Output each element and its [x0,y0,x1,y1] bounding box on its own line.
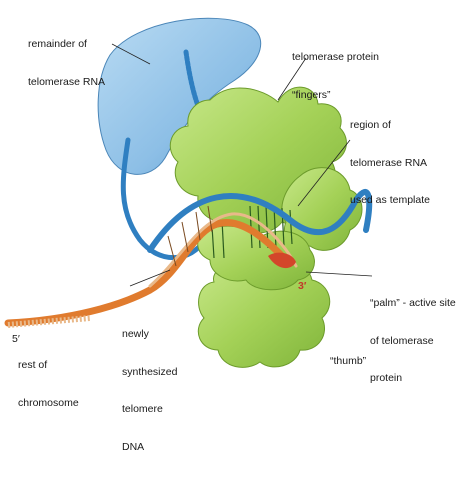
label-palm-active-site: “palm” - active site of telomerase prote… [370,272,456,410]
label-newly-synthesized-dna: newly synthesized telomere DNA [122,303,177,478]
telomerase-diagram: remainder of telomerase RNA telomerase p… [0,0,472,379]
label-telomerase-rna: remainder of telomerase RNA [28,13,105,113]
label-three-prime: 3′ [298,255,310,318]
label-rna-template: region of telomerase RNA used as templat… [350,94,430,232]
label-thumb: “thumb” [330,330,366,393]
label-rest-of-chromosome: rest of chromosome [18,334,79,434]
